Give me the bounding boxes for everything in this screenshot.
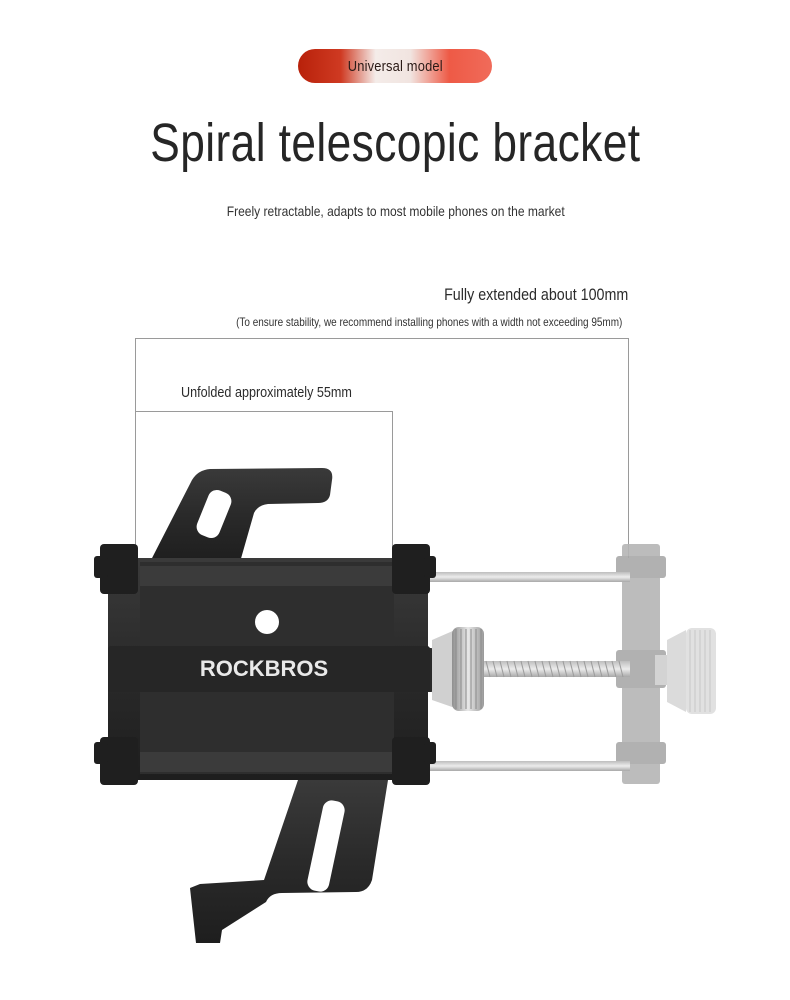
bottom-jaw — [190, 780, 388, 943]
page-title: Spiral telescopic bracket — [150, 113, 641, 173]
universal-model-badge: Universal model — [298, 49, 492, 83]
extended-length-note: (To ensure stability, we recommend insta… — [235, 315, 622, 329]
top-jaw-slot — [196, 489, 232, 539]
mount-hole — [255, 610, 279, 634]
brand-logo-text: ROCKBROS — [200, 656, 328, 681]
brand-band — [108, 646, 430, 692]
page-subtitle: Freely retractable, adapts to most mobil… — [226, 203, 565, 219]
unfolded-dimension-bracket — [135, 411, 393, 558]
extended-dimension-bracket — [135, 338, 629, 558]
unfolded-length-label: Unfolded approximately 55mm — [181, 384, 352, 401]
badge-label: Universal model — [347, 57, 443, 75]
threaded-screw — [480, 660, 630, 678]
corner-blocks — [94, 544, 436, 785]
bottom-jaw-slot — [307, 800, 345, 892]
top-jaw — [150, 468, 333, 562]
upper-guide-rod — [420, 572, 630, 582]
lower-guide-rod — [420, 761, 630, 771]
extended-length-label: Fully extended about 100mm — [443, 285, 628, 304]
